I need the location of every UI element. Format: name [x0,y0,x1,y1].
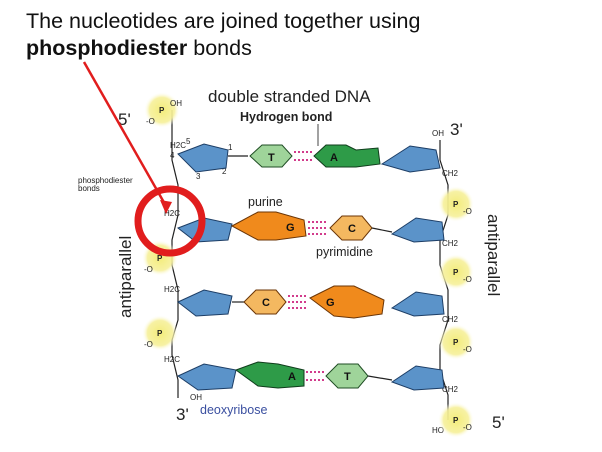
ch2-label-3: CH2 [442,315,459,324]
carbon-1: 1 [228,143,233,152]
base-A-1 [313,144,381,168]
base-label-right-2: C [348,223,356,235]
sugar-right-1 [380,145,441,173]
base-T-1 [249,144,293,168]
sugar-left-1 [177,143,229,173]
five-prime-top: 5' [118,110,131,129]
svg-text:P: P [159,106,165,115]
carbon-3: 3 [196,172,201,181]
svg-text:-O: -O [463,207,472,216]
oh-top-right: OH [432,129,444,138]
pointer-arrowhead [160,200,172,214]
h2c-label-2: H2C [164,209,180,218]
base-label-left-2: G [286,222,295,234]
sugar-right-3 [390,291,445,317]
svg-text:P: P [453,200,459,209]
highlight-circle [134,185,206,257]
heading-line-1: The nucleotides are joined together usin… [26,9,421,33]
sugar-right-2 [390,217,445,243]
svg-text:P: P [453,268,459,277]
base-pair-row-3: C G [177,285,445,319]
base-label-left-1: T [268,152,275,164]
phosphodiester-bonds-label-1: phosphodiester [78,176,133,185]
oh-bottom-left: OH [190,393,202,402]
carbon-2: 2 [222,167,227,176]
sugar-left-3 [177,289,233,317]
svg-text:-O: -O [146,117,155,126]
three-prime-top: 3' [450,120,463,139]
right-phosphate-4: P -O [438,402,474,438]
three-prime-bottom: 3' [176,405,189,424]
h2c-label-3: H2C [164,285,180,294]
ch2-label-4: CH2 [442,385,459,394]
left-phosphate-3: P -O [142,315,178,351]
base-label-left-3: C [262,297,270,309]
double-stranded-label: double stranded DNA [208,87,371,106]
h2c-label-4: H2C [164,355,180,364]
left-backbone [171,110,179,398]
ch2-label-2: CH2 [442,239,459,248]
heading-line-2: phosphodiester bonds [26,35,586,62]
h2c-label-1: H2C [170,141,186,150]
svg-text:OH: OH [170,99,182,108]
base-label-left-4: A [288,371,296,383]
base-label-right-1: A [330,152,338,164]
left-phosphate-1: P OH -O [144,92,182,128]
svg-text:-O: -O [463,275,472,284]
pyrimidine-label: pyrimidine [316,245,373,259]
base-G-3 [309,285,385,319]
heading-bold-word: phosphodiester [26,36,188,60]
svg-text:P: P [157,254,163,263]
pointer-arrow [82,61,168,207]
svg-text:-O: -O [144,265,153,274]
deoxyribose-label: deoxyribose [200,403,267,417]
base-pair-row-4: A T [177,361,445,391]
carbon-4: 4 [170,151,175,160]
svg-text:-O: -O [144,340,153,349]
antiparallel-left: antiparallel [116,236,135,318]
base-pair-row-2: G C [176,211,445,243]
purine-label: purine [248,195,283,209]
ho-bottom-right: HO [432,426,444,435]
base-label-right-3: G [326,297,335,309]
base-pair-row-1: T A [177,143,441,173]
carbon-5: 5 [186,137,191,146]
ch2-label-1: CH2 [442,169,459,178]
five-prime-bottom: 5' [492,413,505,432]
antiparallel-right: antiparallel [484,214,503,296]
svg-text:P: P [157,329,163,338]
svg-text:P: P [453,338,459,347]
base-C-3 [243,289,287,315]
heading: The nucleotides are joined together usin… [26,8,586,62]
base-label-right-4: T [344,371,351,383]
svg-text:-O: -O [463,345,472,354]
base-A-4 [234,361,305,389]
sugar-right-4 [390,365,445,391]
svg-text:-O: -O [463,423,472,432]
base-G-2 [230,211,307,241]
hydrogen-bond-label: Hydrogen bond [240,110,332,124]
phosphodiester-bonds-label-2: bonds [78,184,100,193]
sugar-left-4 [177,363,237,391]
right-phosphate-1: P -O [438,186,474,222]
svg-text:P: P [453,416,459,425]
right-phosphate-2: P -O [438,254,474,290]
heading-line-2-rest: bonds [193,36,252,60]
right-phosphate-3: P -O [438,324,474,360]
